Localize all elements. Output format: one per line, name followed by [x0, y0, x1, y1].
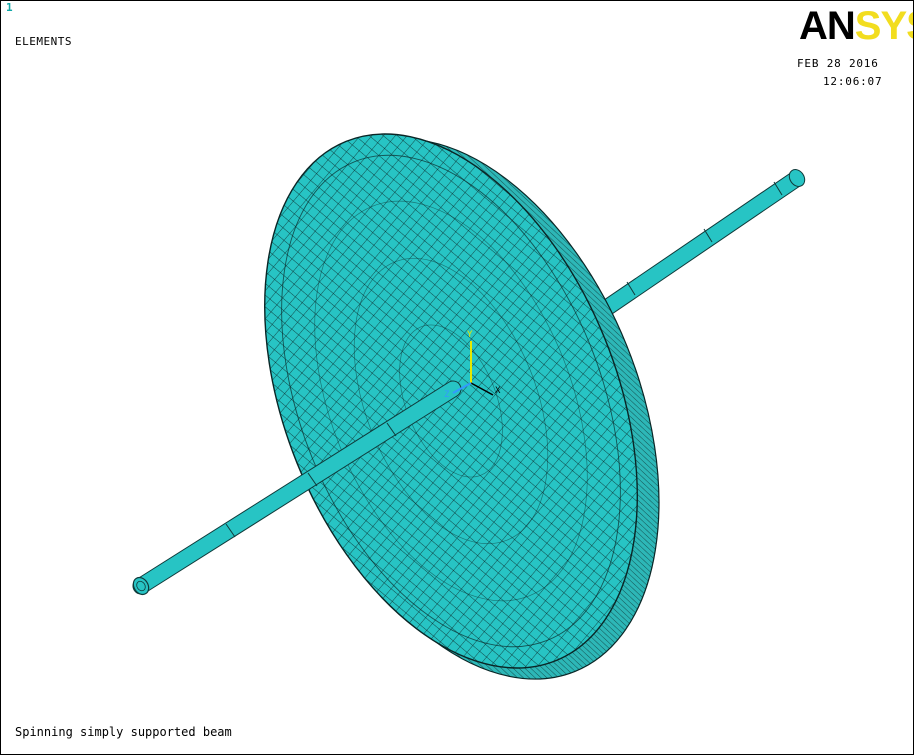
triad-x-label: X: [495, 386, 501, 396]
plot-title: Spinning simply supported beam: [15, 725, 232, 739]
date-stamp: FEB 28 2016: [797, 57, 879, 70]
shaft-near-segment: [132, 380, 462, 596]
triad-z-axis: [452, 382, 472, 394]
window-number: 1: [6, 1, 13, 14]
coordinate-triad: Y X Z: [444, 330, 501, 400]
triad-z-label: Z: [444, 390, 450, 400]
ansys-logo: ANSYS: [799, 4, 913, 48]
plot-type-label: ELEMENTS: [15, 35, 72, 48]
triad-x-axis: [470, 382, 494, 396]
triad-y-label: Y: [467, 330, 473, 340]
disk-face: [264, 133, 638, 669]
time-stamp: 12:06:07: [823, 75, 883, 88]
